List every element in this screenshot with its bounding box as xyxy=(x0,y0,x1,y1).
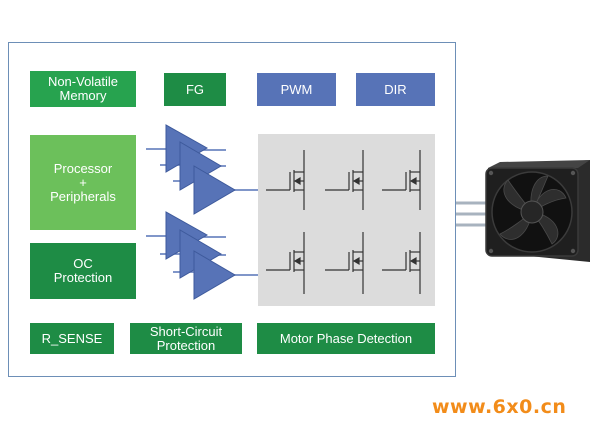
motor-bridge-area xyxy=(258,134,435,306)
mosfet-transistor-icon xyxy=(325,232,364,294)
motor-phase-detection-block: Motor Phase Detection xyxy=(257,323,435,354)
oc-protection-block: OC Protection xyxy=(30,243,136,299)
mosfet-bridge xyxy=(266,150,421,294)
mosfet-transistor-icon xyxy=(382,150,421,210)
mosfet-transistor-icon xyxy=(382,232,421,294)
watermark-text: www.6x0.cn xyxy=(432,396,567,418)
fg-block: FG xyxy=(164,73,226,106)
cooling-fan-icon xyxy=(485,160,590,262)
dir-block: DIR xyxy=(356,73,435,106)
triangle-amplifier-icon xyxy=(193,250,236,300)
non-volatile-memory-block: Non-Volatile Memory xyxy=(30,71,136,107)
processor-peripherals-block: Processor + Peripherals xyxy=(30,135,136,230)
r-sense-block: R_SENSE xyxy=(30,323,114,354)
gate-driver-group-lower xyxy=(146,211,258,300)
pwm-block: PWM xyxy=(257,73,336,106)
mosfet-transistor-icon xyxy=(266,150,305,210)
mosfet-transistor-icon xyxy=(266,232,305,294)
short-circuit-protection-block: Short-Circuit Protection xyxy=(130,323,242,354)
mosfet-transistor-icon xyxy=(325,150,364,210)
triangle-amplifier-icon xyxy=(193,165,236,215)
gate-driver-group-upper xyxy=(146,124,258,215)
